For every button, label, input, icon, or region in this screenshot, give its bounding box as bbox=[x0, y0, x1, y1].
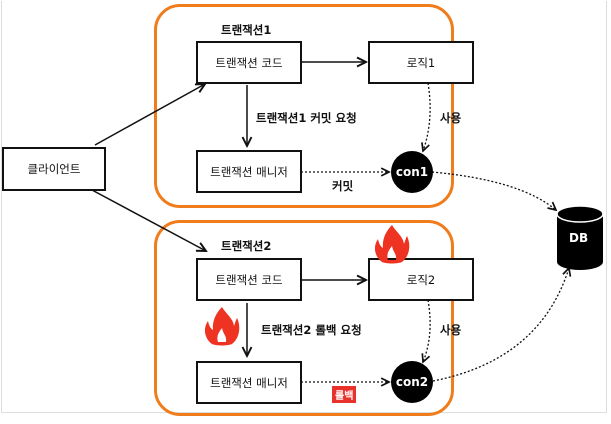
tx2-code-box: 트랜잭션 코드 bbox=[196, 258, 302, 301]
connection-con1: con1 bbox=[391, 151, 433, 193]
transaction1-title: 트랜잭션1 bbox=[221, 23, 272, 37]
transaction1-group bbox=[154, 4, 454, 208]
client-label: 클라이언트 bbox=[27, 162, 81, 176]
tx2-request-label: 트랜잭션2 롤백 요청 bbox=[261, 323, 362, 337]
transaction2-group bbox=[154, 220, 454, 416]
tx2-manager-label: 트랜잭션 매니저 bbox=[210, 375, 288, 390]
tx1-manager-box: 트랜잭션 매니저 bbox=[196, 150, 302, 193]
arrow-logic2-to-con2 bbox=[423, 299, 431, 362]
tx1-commit-label: 커밋 bbox=[332, 179, 354, 193]
connection-con2: con2 bbox=[391, 361, 433, 403]
flame-icon bbox=[374, 225, 410, 264]
tx1-code-label: 트랜잭션 코드 bbox=[215, 55, 283, 70]
database-cylinder bbox=[556, 205, 604, 270]
arrow-client-to-tx2 bbox=[91, 189, 206, 251]
tx2-manager-box: 트랜잭션 매니저 bbox=[196, 361, 302, 404]
tx2-logic-box: 로직2 bbox=[368, 258, 474, 301]
tx1-code-box: 트랜잭션 코드 bbox=[196, 41, 302, 84]
tx2-code-label: 트랜잭션 코드 bbox=[215, 272, 283, 287]
transaction2-title: 트랜잭션2 bbox=[221, 239, 272, 253]
arrow-con2-to-db bbox=[432, 268, 569, 382]
arrow-logic1-to-con1 bbox=[423, 82, 431, 151]
tx1-logic-box: 로직1 bbox=[368, 41, 474, 84]
arrow-client-to-tx1 bbox=[94, 84, 205, 146]
tx1-request-label: 트랜잭션1 커밋 요청 bbox=[256, 111, 357, 125]
tx2-logic-label: 로직2 bbox=[406, 272, 436, 287]
diagram-frame bbox=[1, 1, 607, 413]
flame-icon bbox=[204, 307, 240, 346]
tx2-use-label: 사용 bbox=[440, 323, 462, 337]
arrow-con1-to-db bbox=[431, 171, 556, 210]
tx1-use-label: 사용 bbox=[440, 111, 462, 125]
tx1-logic-label: 로직1 bbox=[406, 55, 436, 70]
client-box: 클라이언트 bbox=[2, 147, 106, 191]
database-label: DB bbox=[569, 231, 589, 245]
tx1-manager-label: 트랜잭션 매니저 bbox=[210, 164, 288, 179]
tx2-rollback-badge: 롤백 bbox=[332, 386, 357, 403]
con1-label: con1 bbox=[395, 165, 429, 179]
con2-label: con2 bbox=[395, 375, 429, 389]
